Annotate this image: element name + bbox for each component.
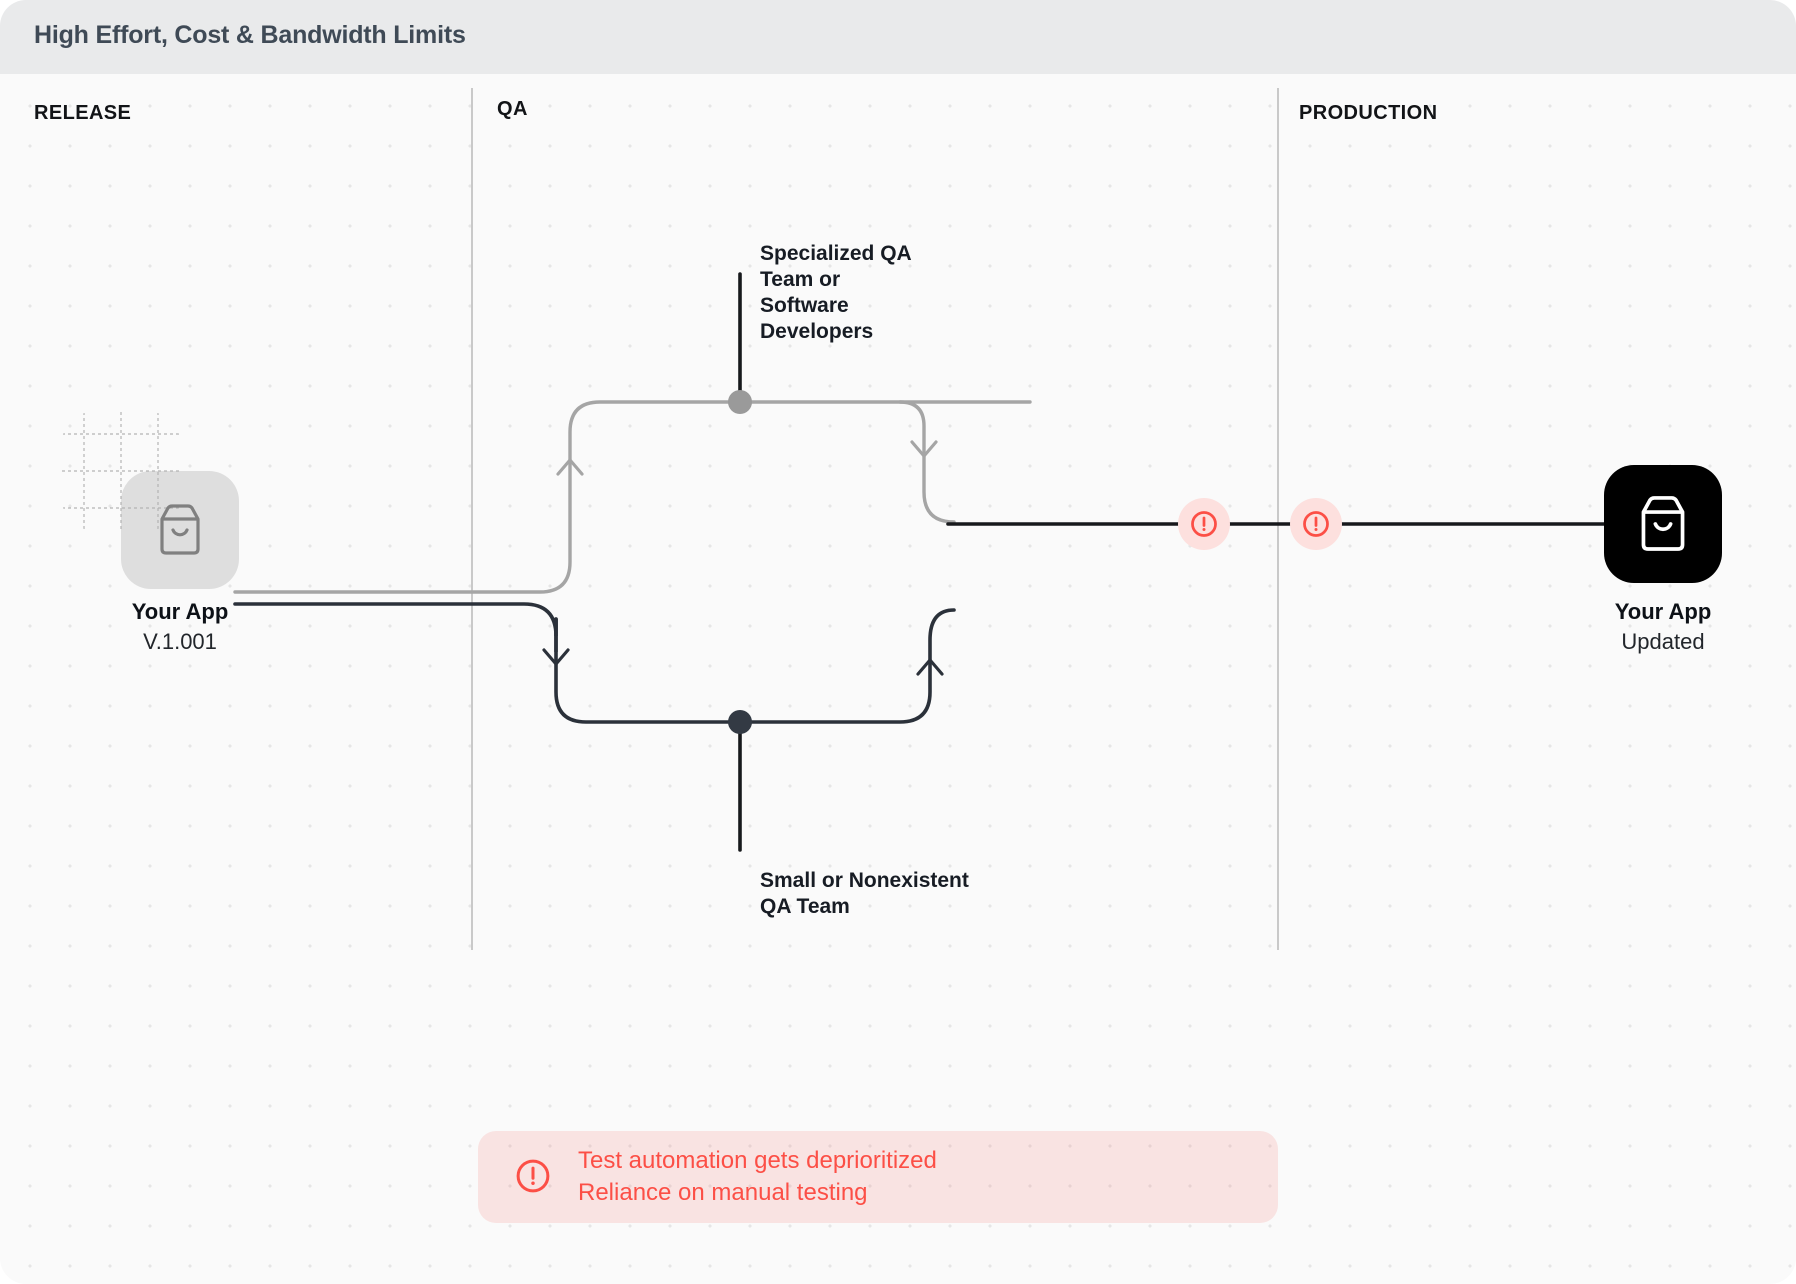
alert-circle-icon <box>1191 511 1217 537</box>
lane-header-qa: QA <box>497 98 528 120</box>
arrow-up-light-icon <box>556 458 584 476</box>
diagram-canvas: RELEASE QA PRODUCTION <box>0 74 1796 1284</box>
source-app-caption: Your App V.1.001 <box>30 597 330 657</box>
path-small-qa <box>233 602 956 724</box>
alert-banner: Test automation gets deprioritized Relia… <box>478 1131 1278 1223</box>
source-app-version: V.1.001 <box>143 629 217 654</box>
node-small-qa[interactable] <box>728 710 752 734</box>
path-specialized-qa-merge <box>898 400 956 524</box>
arrow-up-dark-icon <box>916 658 944 676</box>
annotation-small-qa: Small or Nonexistent QA Team <box>760 869 969 918</box>
lane-header-production: PRODUCTION <box>1299 102 1438 124</box>
source-app-name: Your App <box>131 599 229 624</box>
lane-divider-qa <box>471 88 473 950</box>
page-title: High Effort, Cost & Bandwidth Limits <box>34 21 466 49</box>
alert-message: Test automation gets deprioritized Relia… <box>578 1147 937 1206</box>
alert-circle-icon <box>1303 511 1329 537</box>
shopping-bag-icon <box>160 504 200 555</box>
shopping-bag-icon <box>1641 496 1685 551</box>
alert-circle-icon <box>514 1157 552 1200</box>
window-titlebar: High Effort, Cost & Bandwidth Limits <box>0 0 1796 74</box>
tile-guides-icon <box>62 412 180 530</box>
target-app-name: Your App <box>1614 599 1712 624</box>
lane-divider-production <box>1277 88 1279 950</box>
connector-layer <box>233 272 1606 852</box>
path-specialized-qa <box>233 400 1032 594</box>
target-app-tile[interactable] <box>1604 465 1722 583</box>
source-app-tile[interactable] <box>62 412 239 589</box>
arrow-down-dark-icon <box>542 648 570 666</box>
target-app-caption: Your App Updated <box>1513 597 1796 657</box>
wire-warning-badge-2[interactable] <box>1290 498 1342 550</box>
annotation-specialized-qa: Specialized QA Team or Software Develope… <box>760 242 912 343</box>
target-app-status: Updated <box>1621 629 1705 654</box>
node-specialized-qa[interactable] <box>728 390 752 414</box>
lane-header-release: RELEASE <box>34 102 132 124</box>
wire-warning-badge-1[interactable] <box>1178 498 1230 550</box>
